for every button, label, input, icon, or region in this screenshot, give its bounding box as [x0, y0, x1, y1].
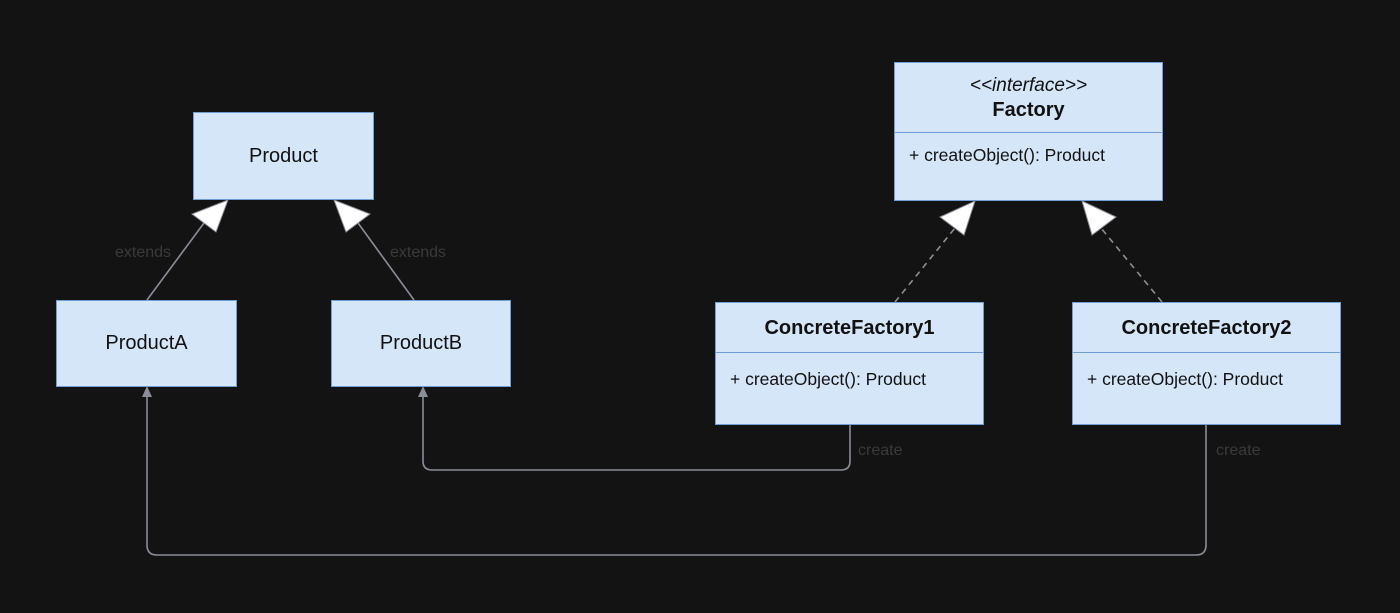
class-product-a[interactable]: ProductA	[56, 300, 237, 387]
edge-label-create: create	[858, 442, 903, 459]
arrowhead	[142, 386, 152, 397]
class-product-b-name: ProductB	[379, 332, 463, 354]
class-concrete-factory-2-header: ConcreteFactory2	[1073, 303, 1340, 353]
edge-concretefactory2-creates-producta	[146, 394, 1207, 556]
interface-factory-name: Factory	[992, 98, 1065, 121]
class-concrete-factory-1-method: + createObject(): Product	[730, 369, 926, 389]
hollow-triangle-arrowhead	[1081, 200, 1117, 236]
edge-producta-extends-product	[146, 222, 205, 301]
edge-concretefactory2-implements-factory	[1100, 227, 1163, 303]
edge-label-extends: extends	[115, 244, 172, 261]
edge-concretefactory1-creates-productb	[422, 394, 851, 471]
hollow-triangle-arrowhead	[333, 199, 372, 233]
edge-productb-extends-product	[357, 222, 415, 301]
edge-label-extends: extends	[390, 244, 447, 261]
arrowhead	[418, 386, 428, 397]
class-product-name: Product	[249, 144, 318, 167]
class-concrete-factory-1-name: ConcreteFactory1	[764, 316, 935, 339]
interface-stereotype: <<interface>>	[969, 74, 1088, 96]
class-concrete-factory-1-header: ConcreteFactory1	[716, 303, 983, 353]
edge-concretefactory1-implements-factory	[894, 227, 956, 303]
class-product-a-name: ProductA	[105, 332, 188, 354]
class-concrete-factory-2-name: ConcreteFactory2	[1121, 316, 1292, 339]
interface-factory-header: <<interface>> Factory	[895, 63, 1162, 133]
hollow-triangle-arrowhead	[939, 200, 976, 236]
class-concrete-factory-2-method: + createObject(): Product	[1087, 369, 1283, 389]
interface-factory-method: + createObject(): Product	[909, 145, 1105, 165]
class-product[interactable]: Product	[193, 112, 374, 200]
edge-label-create: create	[1216, 442, 1261, 459]
hollow-triangle-arrowhead	[190, 199, 229, 233]
class-concrete-factory-2[interactable]: ConcreteFactory2 + createObject(): Produ…	[1072, 302, 1341, 425]
interface-factory[interactable]: <<interface>> Factory + createObject(): …	[894, 62, 1163, 201]
class-product-b[interactable]: ProductB	[331, 300, 511, 387]
class-concrete-factory-1[interactable]: ConcreteFactory1 + createObject(): Produ…	[715, 302, 984, 425]
